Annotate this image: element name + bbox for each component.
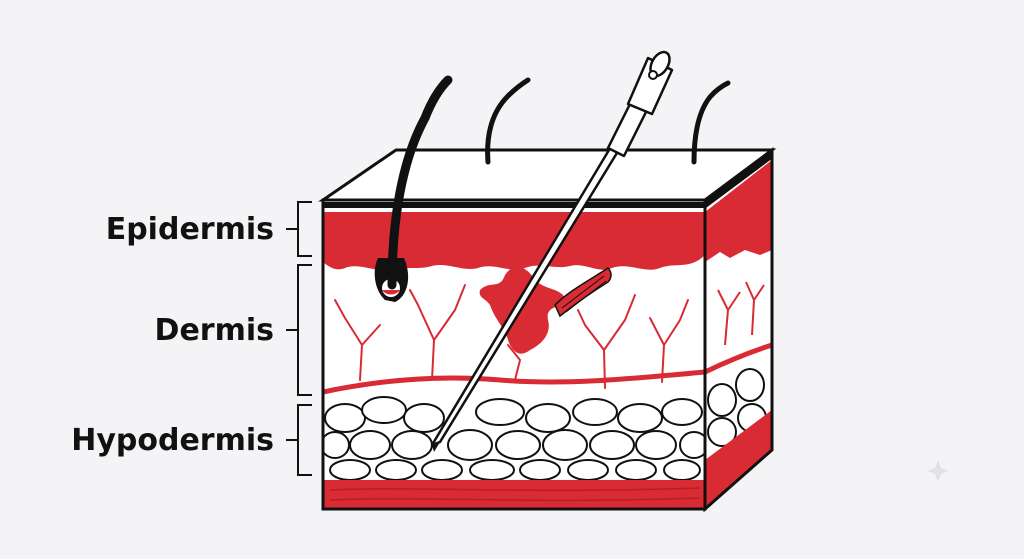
- dermis-label: Dermis: [155, 313, 274, 348]
- needle: [430, 50, 674, 452]
- hypodermis-bracket: [286, 404, 312, 476]
- hair-shaft: [691, 80, 731, 165]
- hair-shaft: [387, 75, 453, 290]
- layer-brackets: [286, 201, 312, 476]
- sparkle-icon: [927, 460, 949, 482]
- fat-cells: [323, 396, 705, 481]
- epidermis-layer: [323, 212, 705, 271]
- side-face: [703, 147, 774, 513]
- epidermis-bracket: [286, 201, 312, 257]
- hairs: [387, 75, 731, 290]
- dermis-bracket: [286, 264, 312, 396]
- hair-shaft: [485, 77, 531, 165]
- dermis-vessels: [334, 284, 689, 389]
- muscle-layer: [323, 480, 705, 509]
- dermis-boundary: [323, 369, 705, 395]
- epidermis-label: Epidermis: [106, 212, 274, 247]
- bleeding-area: [479, 266, 565, 354]
- front-face: [321, 198, 707, 511]
- top-face: [318, 148, 777, 208]
- hypodermis-label: Hypodermis: [71, 423, 274, 458]
